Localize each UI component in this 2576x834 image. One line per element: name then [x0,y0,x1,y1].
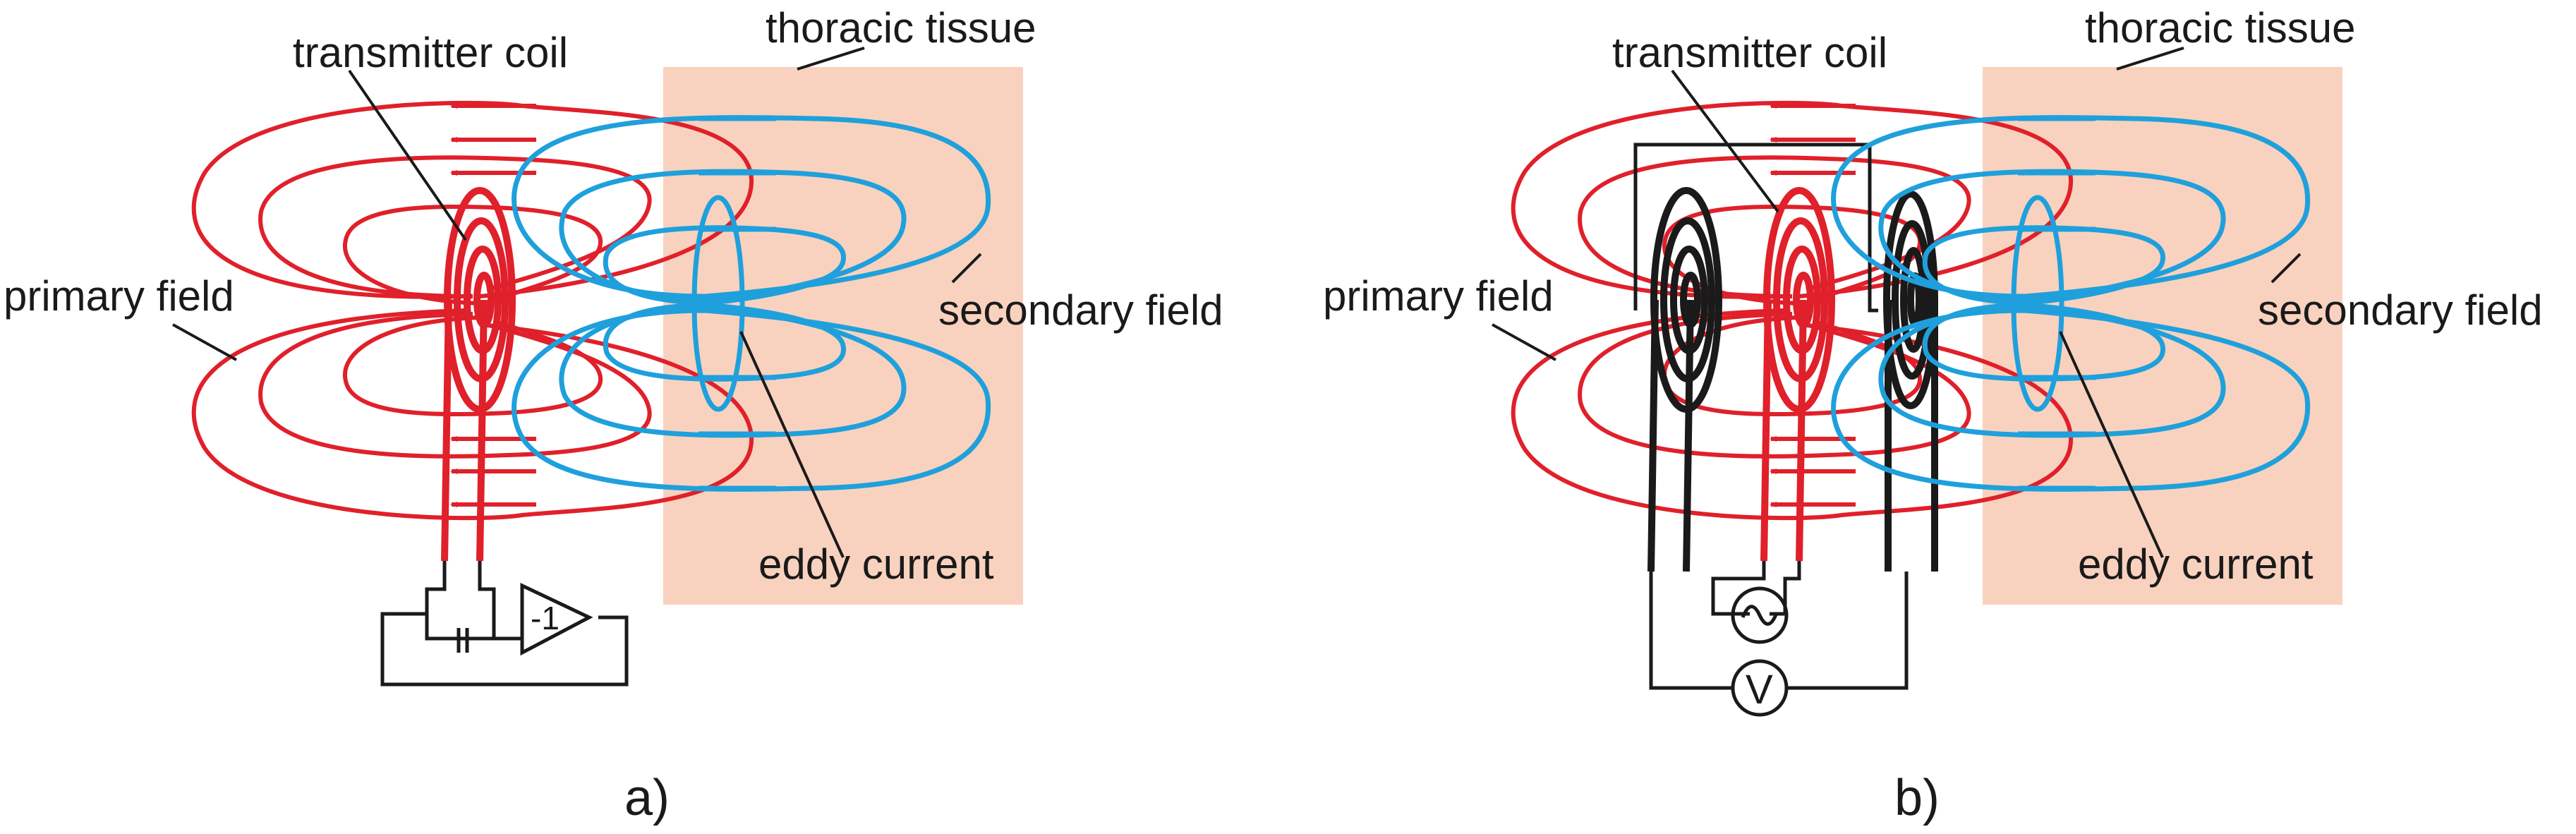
leader-lines-a [172,47,982,558]
circuit-b: V [1649,561,1909,717]
amplifier-label: -1 [531,600,560,636]
panel-b-caption: b) [1894,770,1940,826]
eddy-current-loop-b [2011,195,2064,412]
secondary-field-lines [512,115,991,492]
eddy-current-loop-a [691,195,745,412]
panel-a: -1 transmitter coil thoracic tissue prim… [4,4,1223,826]
primary-field-label-a: primary field [4,272,234,320]
capacitor-icon [456,617,524,653]
eddy-current-label-b: eddy current [2078,540,2314,588]
thoracic-tissue-label-b: thoracic tissue [2085,4,2356,52]
inverting-amplifier-icon: -1 [520,583,593,656]
secondary-field-label-b: secondary field [2258,286,2543,334]
primary-field-label-b: primary field [1323,272,1554,320]
receiver-coil-left [1647,187,1722,572]
transmitter-coil-b [1760,187,1835,562]
leader-lines-b [1492,47,2302,558]
panel-a-caption: a) [624,770,670,826]
transmitter-coil-label-b: transmitter coil [1612,29,1887,76]
panel-b: V transmitter coil thoracic tissue prima… [1323,4,2543,826]
ac-source-icon [1731,586,1789,644]
receiver-coil-right [1883,191,1938,572]
transmitter-coil-a [441,187,516,562]
voltmeter-label: V [1746,667,1773,713]
secondary-field-lines [1831,115,2311,492]
secondary-field-label-a: secondary field [938,286,1223,334]
transmitter-coil-label-a: transmitter coil [293,29,568,76]
circuit-a: -1 [380,561,629,687]
voltmeter-icon: V [1731,659,1789,717]
eddy-current-label-a: eddy current [758,540,994,588]
thoracic-tissue-label-a: thoracic tissue [766,4,1036,52]
